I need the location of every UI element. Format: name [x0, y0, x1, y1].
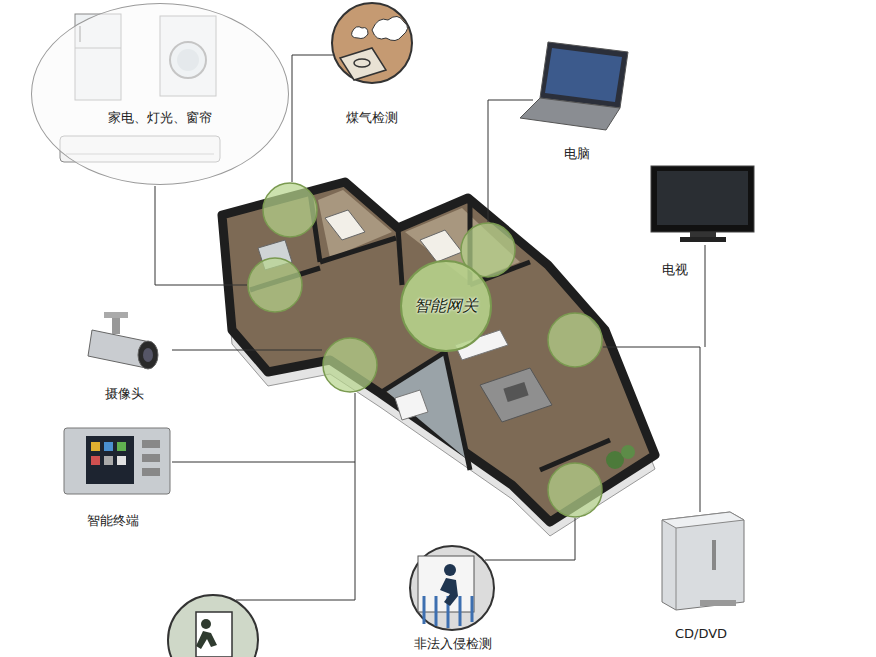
laptop-icon [520, 42, 628, 130]
dvd-icon [662, 512, 744, 610]
gas-icon [332, 3, 412, 83]
furniture [258, 210, 635, 469]
device-label: 电脑 [564, 146, 590, 162]
intrusion-icon [410, 546, 494, 630]
node-text: 智能网关 [414, 296, 478, 316]
floorplan-floor [222, 182, 655, 522]
node-text: 家电、灯光、窗帘 [32, 110, 288, 126]
door-icon [168, 595, 258, 657]
device-label: 智能终端 [87, 513, 139, 529]
terminal-icon [64, 428, 170, 494]
appliance-bubble: 家电、灯光、窗帘 [31, 3, 289, 185]
node-text: 非法入侵检测 [390, 636, 515, 652]
camera-icon [88, 312, 158, 369]
device-label: CD/DVD [675, 626, 727, 642]
room-floor [318, 190, 392, 258]
node-text: 煤气检测 [313, 110, 431, 126]
gas-detection-circle: 煤气检测 [313, 0, 431, 130]
tv-icon [651, 166, 754, 242]
device-label: 电视 [662, 262, 688, 278]
gateway-circle: 智能网关 [400, 260, 492, 352]
intrusion-detection-circle: 非法入侵检测 [390, 544, 515, 654]
device-label: 摄像头 [105, 386, 144, 402]
